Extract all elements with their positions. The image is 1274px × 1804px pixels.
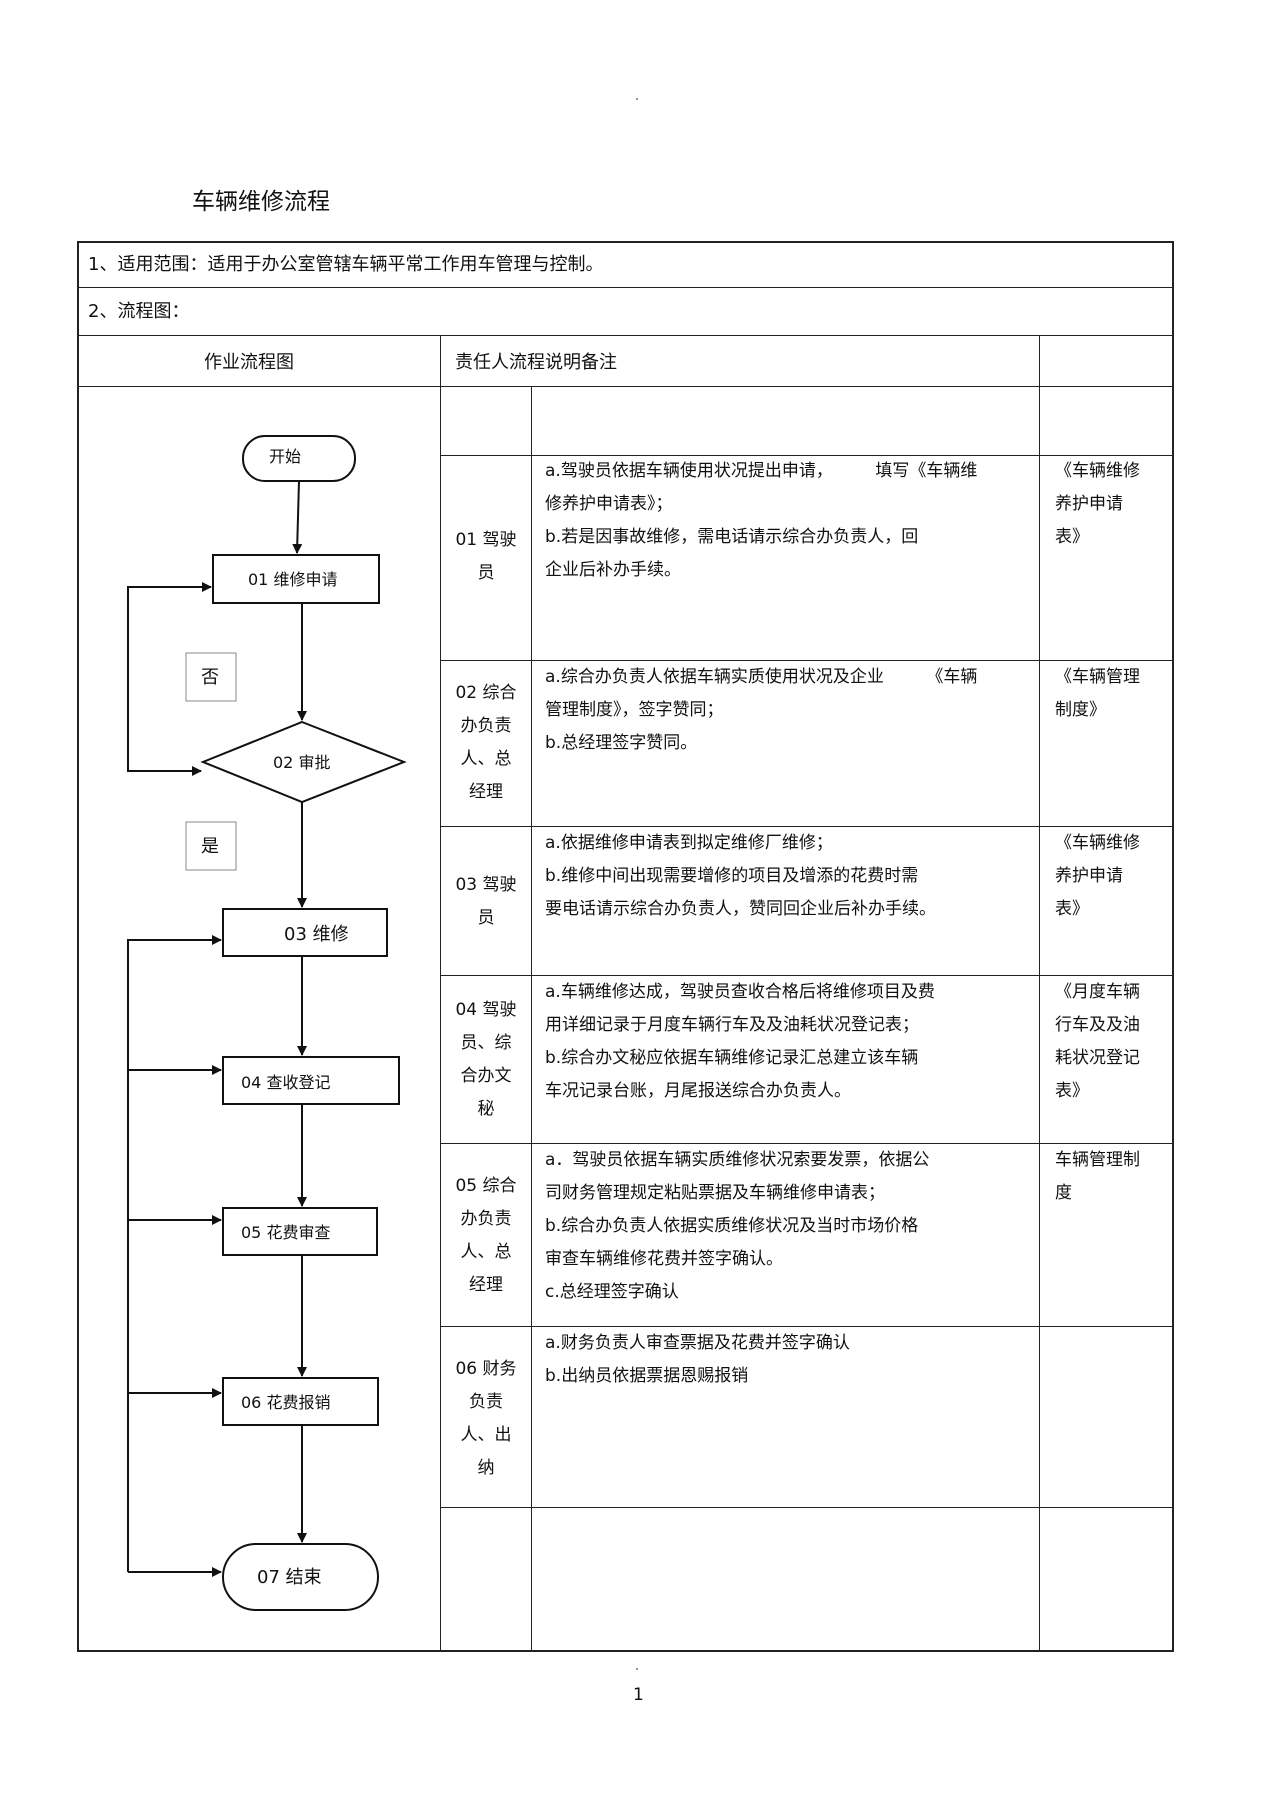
row-2-role: 03 驾驶员	[455, 875, 517, 928]
scope-line: 1、适用范围：适用于办公室管辖车辆平常工作用车管理与控制。	[88, 254, 604, 275]
row-1-role: 02 综合办负责人、总经理	[455, 683, 517, 802]
node-03	[222, 908, 388, 957]
node-04-label: 04 查收登记	[241, 1073, 330, 1092]
node-02-label: 02 审批	[273, 753, 330, 772]
rule-flowline	[77, 335, 1174, 336]
top-dot	[636, 98, 638, 100]
process-table	[77, 241, 1174, 1652]
end-label: 07 结束	[257, 1567, 322, 1588]
node-01	[212, 554, 380, 604]
row-3-note: 《月度车辆行车及及油耗状况登记表》	[1055, 982, 1140, 1101]
col-divider-note	[1039, 335, 1040, 1652]
node-06-label: 06 花费报销	[241, 1393, 330, 1412]
row-0-desc: a.驾驶员依据车辆使用状况提出申请， 填写《车辆维修养护申请表》；b.若是因事故…	[545, 461, 978, 580]
no-label-box	[185, 652, 237, 702]
flow-line: 2、流程图：	[88, 301, 190, 322]
rule-row-2	[440, 826, 1174, 827]
col-divider-role	[531, 386, 532, 1652]
row-4-desc: a．驾驶员依据车辆实质维修状况索要发票，依据公司财务管理规定粘贴票据及车辆维修申…	[545, 1150, 930, 1302]
rule-header	[77, 386, 1174, 387]
rule-row-3	[440, 975, 1174, 976]
row-3-role: 04 驾驶员、综合办文秘	[455, 1000, 517, 1119]
return-loop-trunk	[127, 939, 221, 1572]
arrow-start-01	[292, 480, 303, 554]
node-05-label: 05 花费审查	[241, 1223, 330, 1242]
bottom-dot	[636, 1668, 638, 1670]
yes-label: 是	[201, 836, 219, 857]
row-4-role: 05 综合办负责人、总经理	[455, 1176, 517, 1295]
rule-row-4	[440, 1143, 1174, 1144]
rule-row-6	[440, 1507, 1174, 1508]
row-1-desc: a.综合办负责人依据车辆实质使用状况及企业 《车辆管理制度》，签字赞同；b.总经…	[545, 667, 978, 753]
start-label: 开始	[269, 447, 301, 466]
no-label: 否	[201, 667, 219, 688]
row-0-role: 01 驾驶员	[455, 530, 517, 583]
row-3-desc: a.车辆维修达成，驾驶员查收合格后将维修项目及费用详细记录于月度车辆行车及及油耗…	[545, 982, 935, 1101]
col-divider-flowchart	[440, 335, 441, 1652]
loop-no-path	[127, 582, 212, 772]
header-flowchart: 作业流程图	[204, 352, 294, 373]
rule-row-0	[440, 455, 1174, 456]
node-01-label: 01 维修申请	[248, 570, 337, 589]
yes-label-box	[185, 821, 237, 871]
rule-row-5	[440, 1326, 1174, 1327]
page-number: 1	[633, 1685, 644, 1705]
header-rest: 责任人流程说明备注	[455, 352, 617, 373]
node-04	[222, 1056, 400, 1105]
document-title: 车辆维修流程	[192, 189, 330, 215]
rule-scope	[77, 287, 1174, 288]
node-06	[222, 1377, 379, 1426]
end-node	[222, 1543, 379, 1611]
rule-row-1	[440, 660, 1174, 661]
node-03-label: 03 维修	[284, 924, 349, 945]
row-0-note: 《车辆维修养护申请表》	[1055, 461, 1140, 547]
row-4-note: 车辆管理制度	[1055, 1150, 1140, 1203]
node-05	[222, 1207, 378, 1256]
row-2-desc: a.依据维修申请表到拟定维修厂维修；b.维修中间出现需要增修的项目及增添的花费时…	[545, 833, 936, 919]
row-2-note: 《车辆维修养护申请表》	[1055, 833, 1140, 919]
row-5-role: 06 财务负责人、出纳	[455, 1359, 517, 1478]
row-1-note: 《车辆管理制度》	[1055, 667, 1140, 720]
